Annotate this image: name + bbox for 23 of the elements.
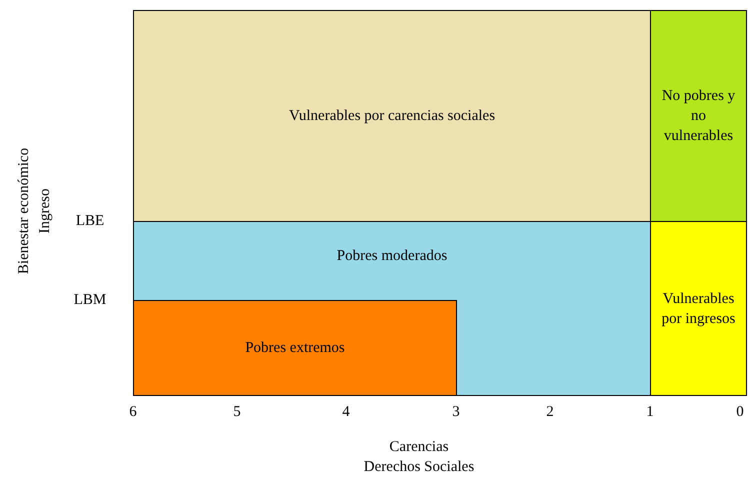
tick-label: 0 (735, 403, 745, 422)
tick-label: 3 (451, 403, 461, 422)
region-label: Pobres moderados (336, 247, 448, 266)
category-region (650, 221, 747, 396)
axis-title: Derechos Sociales (362, 458, 476, 477)
region-label: Vulnerables por carencias sociales (288, 107, 496, 126)
category-region (133, 221, 651, 396)
tick-label: 4 (341, 403, 351, 422)
region-label: Vulnerables por ingresos (660, 290, 736, 328)
tick-label: 6 (128, 403, 138, 422)
tick-label: 1 (645, 403, 655, 422)
category-region (133, 300, 457, 396)
tick-label: 5 (232, 403, 242, 422)
axis-title: Bienestar económico (15, 148, 33, 274)
region-label: No pobres y no vulnerables (660, 87, 736, 146)
category-region (650, 10, 747, 222)
tick-label: 2 (545, 403, 555, 422)
category-region (133, 10, 651, 222)
axis-title: Carencias (388, 438, 450, 457)
threshold-label: LBE (74, 212, 106, 231)
axis-title: Ingreso (36, 188, 54, 234)
region-label: Pobres extremos (244, 339, 346, 358)
threshold-label: LBM (72, 291, 108, 310)
